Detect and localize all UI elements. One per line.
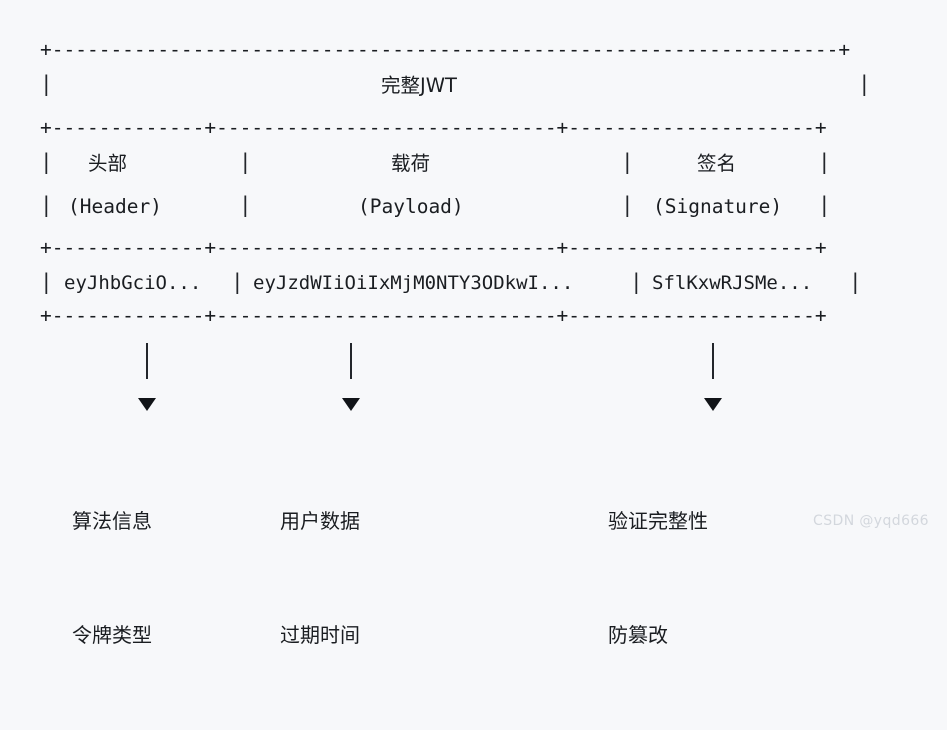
jwt-structure-diagram: +---------------------------------------…: [40, 38, 929, 647]
token-row-divider-pipe-2: |: [630, 270, 643, 294]
descriptor-line: 算法信息: [72, 509, 152, 533]
descriptor-block-signature: 验证完整性 防篡改: [608, 426, 708, 730]
descriptor-line: 验证完整性: [608, 509, 708, 533]
header-row-right-pipe: |: [818, 150, 831, 174]
header-row-divider-pipe-2: |: [621, 150, 634, 174]
token-value-header: eyJhbGciO...: [64, 272, 202, 294]
en-row-left-pipe: |: [40, 193, 53, 217]
title-row-right-pipe: |: [858, 72, 871, 96]
arrow-down-icon-header: [138, 398, 156, 411]
en-row-right-pipe: |: [818, 193, 831, 217]
connector-line-payload: [350, 343, 352, 379]
header-row-left-pipe: |: [40, 150, 53, 174]
title-row-left-pipe: |: [40, 72, 53, 96]
csdn-watermark: CSDN @yqd666: [813, 513, 929, 529]
box-bottom-border: +-------------+-------------------------…: [40, 304, 827, 327]
descriptor-block-payload: 用户数据 过期时间: [280, 426, 360, 730]
arrow-down-icon-payload: [342, 398, 360, 411]
header-row-divider-pipe-1: |: [239, 150, 252, 174]
box-top-border: +---------------------------------------…: [40, 38, 851, 61]
column-signature-name-cn: 签名: [697, 152, 737, 175]
descriptor-line: 防篡改: [608, 623, 668, 647]
arrow-down-icon-signature: [704, 398, 722, 411]
descriptor-line: 过期时间: [280, 623, 360, 647]
diagram-title: 完整JWT: [381, 74, 457, 97]
descriptor-line: 用户数据: [280, 509, 360, 533]
column-header-name-en: (Header): [68, 195, 162, 218]
column-payload-name-en: (Payload): [358, 195, 464, 218]
connector-line-signature: [712, 343, 714, 379]
descriptor-block-header: 算法信息 令牌类型: [72, 426, 152, 730]
column-signature-name-en: (Signature): [653, 195, 783, 218]
column-header-name-cn: 头部: [88, 152, 128, 175]
token-row-divider-pipe-1: |: [231, 270, 244, 294]
token-row-right-pipe: |: [849, 270, 862, 294]
token-value-signature: SflKxwRJSMe...: [652, 272, 813, 294]
en-row-divider-pipe-2: |: [621, 193, 634, 217]
box-divider-bottom: +-------------+-------------------------…: [40, 236, 827, 259]
en-row-divider-pipe-1: |: [239, 193, 252, 217]
connector-line-header: [146, 343, 148, 379]
token-value-payload: eyJzdWIiOiIxMjM0NTY3ODkwI...: [253, 272, 574, 294]
token-row-left-pipe: |: [40, 270, 53, 294]
box-divider-top: +-------------+-------------------------…: [40, 116, 827, 139]
column-payload-name-cn: 载荷: [391, 152, 431, 175]
descriptor-line: 令牌类型: [72, 623, 152, 647]
